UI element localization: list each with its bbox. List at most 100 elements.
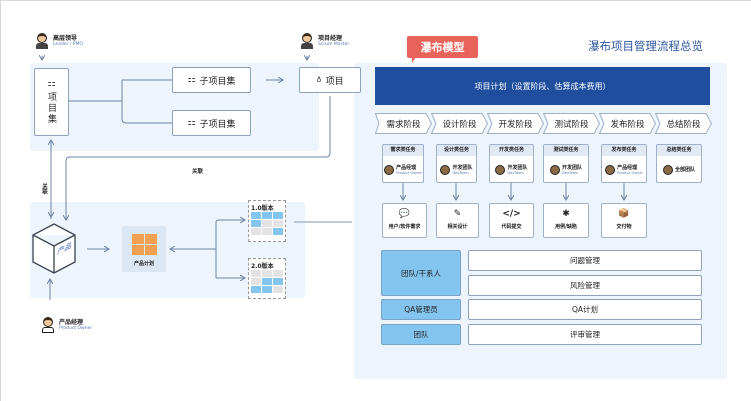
risk-management[interactable]: 风险管理 [468,275,702,296]
version-cell [262,286,272,293]
task-owner: 开发团队 [507,165,528,171]
program-box[interactable]: ⚏ 项目集 [34,68,69,136]
version-cell [262,278,272,285]
chevron-shape [543,113,600,134]
chevron-shape [375,113,432,134]
stage-label: 需求阶段 [386,119,421,130]
task-owner: 全部团队 [674,167,695,173]
model-tag: 瀑布模型 [407,36,478,58]
version-1[interactable]: 1.0版本 [248,200,286,242]
page-title: 瀑布项目管理流程总览 [588,39,703,53]
version-cell [262,220,272,227]
stage-5[interactable]: 发布阶段 [599,113,656,134]
version-label: 2.0版本 [251,263,274,270]
stage-4[interactable]: 测试阶段 [543,113,600,134]
task-title: 发布类任务 [602,145,646,156]
deliverable-card[interactable]: 💬 用户/软件需求 [382,203,427,238]
stage-6[interactable]: 总结阶段 [655,113,712,134]
task-card[interactable]: 总结类任务全部团队 [656,144,702,183]
team-avatar-icon [605,164,616,175]
product-plan-box[interactable]: 产品计划 [122,226,166,272]
project-plan-bar[interactable]: 项目计划（设置阶段、估算成本费用） [375,67,710,105]
program-label: 项目集 [46,92,56,125]
person-role: Product Owner [59,325,93,331]
grid-icon: ⚏ [47,79,56,89]
qa-plan[interactable]: QA计划 [468,299,702,320]
task-owner-role: DevTeam [561,171,579,175]
review-management[interactable]: 评审管理 [468,324,702,345]
subprogram-box-2[interactable]: ⚏子项目集 [172,110,251,136]
tag-pointer [412,57,419,63]
person-role: Leader / PMO [53,41,83,47]
task-title: 需求类任务 [383,145,423,156]
task-title: 设计类任务 [437,145,476,156]
task-title: 总结类任务 [657,145,701,156]
task-owner-role: Product Owner [617,171,643,175]
person-name: 项目经理 [318,34,343,42]
person-role: Scrum Master [318,41,350,47]
stage-label: 测试阶段 [554,119,589,130]
product-plan-label: 产品计划 [133,261,154,267]
task-owner-role: DevTeam [452,171,469,175]
avatar-icon [35,33,49,49]
version-cell [262,228,272,235]
version-cell [251,212,261,219]
subprogram-box-1[interactable]: ⚏子项目集 [172,67,251,93]
role-team: 团队 [381,324,461,345]
deliverable-card[interactable]: ✎相关设计 [436,203,479,238]
issue-management[interactable]: 问题管理 [468,250,702,271]
grid-icon: ⚏ [187,118,196,128]
stage-label: 发布阶段 [610,119,645,130]
stage-2[interactable]: 设计阶段 [431,113,488,134]
version-cell [251,228,261,235]
version-2[interactable]: 2.0版本 [248,258,286,299]
chevron-shape [655,113,712,134]
person-name: 高层领导 [53,34,78,42]
task-owner-role: Product Owner [396,171,422,175]
rocket-icon: ♁ [316,76,322,84]
link-label: 关联 [192,169,204,175]
deliverable-label: 代码提交 [501,224,522,230]
task-title: 开发类任务 [490,145,533,156]
version-cell [273,286,283,293]
version-label: 1.0版本 [251,205,274,212]
project-box[interactable]: ♁项目 [299,67,361,93]
version-cell [273,270,283,277]
stage-1[interactable]: 需求阶段 [375,113,432,134]
task-owner: 产品经理 [617,165,638,171]
version-grid [251,270,283,293]
team-avatar-icon [495,164,506,175]
version-cell [273,220,283,227]
chevron-shape [431,113,488,134]
role-stakeholders: 团队/干系人 [381,250,461,296]
deliverable-card[interactable]: </>代码提交 [489,203,534,238]
package-icon: 📦 [618,209,630,219]
stage-3[interactable]: 开发阶段 [487,113,544,134]
task-title: 测试类任务 [544,145,588,156]
chat-icon: 💬 [398,209,411,219]
product-cube-icon [32,223,76,274]
chevron-shape [487,113,544,134]
deliverable-card[interactable]: 📦交付物 [601,203,647,238]
deliverable-label: 用例/缺陷 [555,224,577,230]
deliverable-label: 相关设计 [447,224,468,230]
stage-label: 总结阶段 [666,119,701,130]
subprogram-label: 子项目集 [199,119,236,130]
team-avatar-icon [549,164,560,175]
team-avatar-icon [662,164,673,175]
deliverable-card[interactable]: ✱用例/缺陷 [543,203,589,238]
stage-label: 设计阶段 [442,119,477,130]
deliverable-label: 用户/软件需求 [388,224,421,230]
team-avatar-icon [440,164,451,175]
sticky-notes-icon [122,234,166,255]
version-cell [273,212,283,219]
